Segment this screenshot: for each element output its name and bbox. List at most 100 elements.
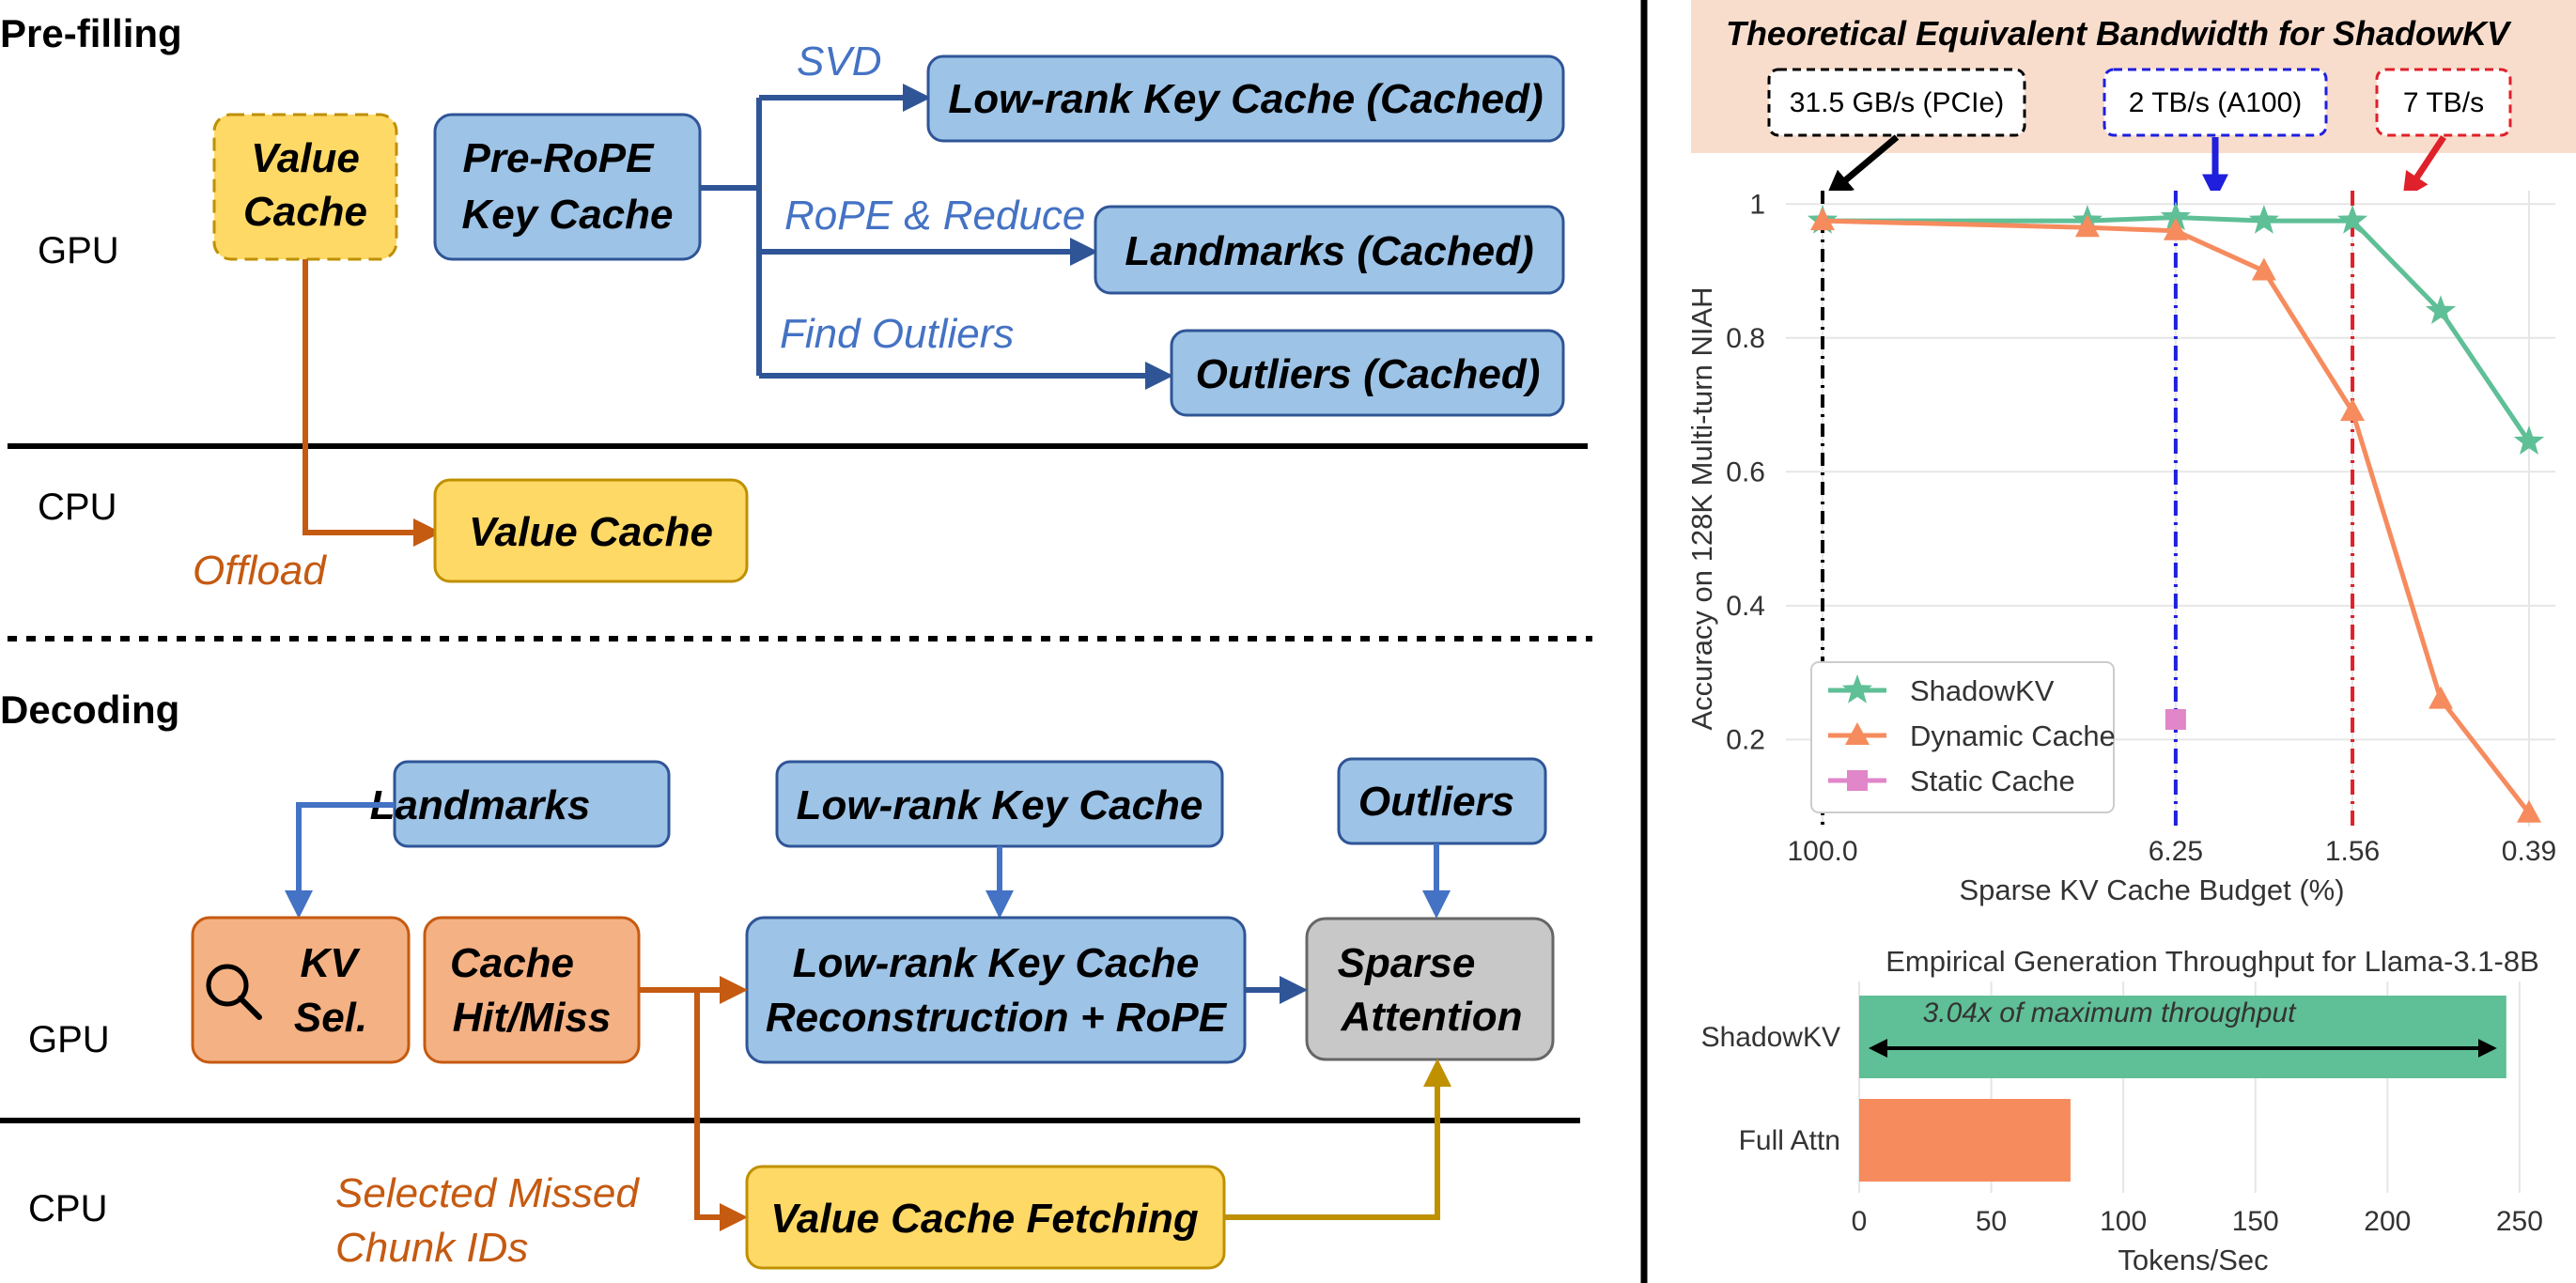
y-tick-label: 1 (1749, 189, 1765, 220)
callout-7tb: 7 TB/s (2403, 87, 2484, 118)
data-point (2251, 257, 2276, 281)
y-axis-label: Accuracy on 128K Multi-turn NIAH (1685, 286, 1718, 730)
data-point (2340, 398, 2366, 422)
legend-marker (1847, 770, 1868, 791)
prefill-value-cache-gpu-line1: Value (251, 135, 360, 181)
decoding-landmarks-label: Landmarks (370, 782, 591, 828)
legend-label: ShadowKV (1910, 674, 2055, 707)
reconstruction-line2: Reconstruction + RoPE (766, 995, 1228, 1041)
y-tick-label: 0.6 (1726, 456, 1765, 487)
callout-a100-box (2103, 68, 2328, 137)
prefill-cpu-label: CPU (38, 487, 116, 528)
sparse-attention-line2: Attention (1340, 994, 1522, 1040)
throughput-bar-chart: Empirical Generation Throughput for Llam… (1701, 945, 2546, 1276)
bar (1859, 1099, 2071, 1182)
decoding-title: Decoding (0, 688, 179, 732)
landmarks-cached-label: Landmarks (Cached) (1125, 228, 1533, 274)
bar-category-label: Full Attn (1739, 1125, 1840, 1156)
prefill-value-cache-gpu-line2: Cache (243, 189, 367, 235)
data-point (2429, 686, 2454, 709)
data-point (2160, 201, 2192, 231)
decoding-outliers-box (1337, 757, 1547, 845)
value-cache-fetching-label: Value Cache Fetching (770, 1196, 1199, 1242)
missed-to-fetch-arrow (694, 990, 748, 1231)
bar-x-tick-label: 0 (1852, 1206, 1868, 1237)
pre-rope-line1: Pre-RoPE (463, 135, 656, 181)
callout-a100: 2 TB/s (A100) (2129, 87, 2303, 118)
x-tick-label: 6.25 (2149, 836, 2203, 867)
bar-x-tick-label: 100 (2100, 1206, 2147, 1237)
legend-box (1810, 661, 2115, 813)
kv-sel-line1: KV (300, 940, 361, 986)
cache-hit-line1: Cache (450, 940, 574, 986)
decoding-outliers-label: Outliers (1358, 779, 1514, 825)
bar-x-tick-label: 250 (2496, 1206, 2543, 1237)
callout-7tb-arrow (2402, 135, 2446, 200)
x-tick-label: 0.39 (2502, 836, 2556, 867)
data-point (2074, 214, 2100, 238)
kv-sel-line2: Sel. (294, 995, 367, 1041)
data-point (1810, 208, 1835, 231)
missed-label-line2: Chunk IDs (335, 1225, 528, 1271)
x-axis-label: Sparse KV Cache Budget (%) (1959, 873, 2344, 906)
data-point (2163, 217, 2188, 240)
data-point (2165, 708, 2186, 730)
magnifier-icon (206, 964, 262, 1020)
prefill-branch-trunk (700, 98, 762, 376)
decoding-cpu-label: CPU (28, 1188, 107, 1229)
reconstruction-line1: Low-rank Key Cache (793, 940, 1200, 986)
legend-label: Static Cache (1910, 765, 2075, 797)
fetch-to-attention-arrow (1224, 1059, 1451, 1220)
find-outliers-label: Find Outliers (780, 311, 1014, 357)
data-point (2517, 799, 2541, 823)
data-point (2336, 205, 2368, 234)
y-tick-label: 0.4 (1726, 591, 1765, 622)
bar-x-tick-label: 150 (2232, 1206, 2279, 1237)
pre-rope-line2: Key Cache (461, 192, 673, 238)
prefill-value-cache-cpu-label: Value Cache (469, 509, 713, 555)
lowrank-cached-label: Low-rank Key Cache (Cached) (948, 76, 1543, 122)
legend-marker (1845, 722, 1870, 745)
callout-7tb-box (2375, 68, 2512, 137)
prefill-gpu-label: GPU (38, 230, 119, 271)
offload-arrow (303, 259, 442, 547)
prefill-value-cache-gpu-box (212, 113, 398, 261)
x-tick-label: 100.0 (1787, 836, 1857, 867)
landmarks-cached-box (1094, 205, 1565, 295)
outliers-cached-label: Outliers (Cached) (1196, 351, 1541, 397)
bar-category-label: ShadowKV (1701, 1022, 1840, 1053)
y-tick-label: 0.2 (1726, 724, 1765, 755)
kv-sel-box (191, 916, 411, 1064)
svd-label: SVD (797, 39, 881, 85)
bar-x-tick-label: 50 (1976, 1206, 2007, 1237)
legend-label: Dynamic Cache (1910, 719, 2116, 752)
prefill-title: Pre-filling (0, 11, 182, 55)
decoding-lowrank-label: Low-rank Key Cache (797, 782, 1203, 828)
bar-x-axis-label: Tokens/Sec (2118, 1244, 2268, 1276)
legend-marker (1841, 674, 1873, 703)
callout-pcie-arrow (1825, 134, 1900, 197)
outliers-cached-box (1170, 329, 1565, 417)
callout-pcie-box (1767, 68, 2026, 137)
data-point (2248, 205, 2279, 234)
decoding-gpu-label: GPU (28, 1019, 110, 1060)
y-tick-label: 0.8 (1726, 323, 1765, 354)
throughput-annotation: 3.04x of maximum throughput (1923, 997, 2298, 1028)
data-point (2425, 295, 2457, 324)
callout-pcie: 31.5 GB/s (PCIe) (1790, 87, 2004, 118)
bar-chart-title: Empirical Generation Throughput for Llam… (1885, 945, 2539, 978)
x-tick-label: 1.56 (2325, 836, 2380, 867)
data-point (2513, 425, 2545, 455)
landmarks-to-kvsel-arrow (285, 802, 395, 919)
cache-hit-line2: Hit/Miss (453, 995, 612, 1041)
rope-reduce-label: RoPE & Reduce (784, 193, 1085, 239)
offload-label: Offload (193, 548, 327, 594)
bar (1859, 996, 2506, 1078)
bar-x-tick-label: 200 (2364, 1206, 2411, 1237)
lowrank-cached-box (926, 54, 1565, 143)
sparse-attention-line1: Sparse (1338, 940, 1476, 986)
prefill-value-cache-cpu-box (433, 478, 749, 583)
bandwidth-title: Theoretical Equivalent Bandwidth for Sha… (1726, 14, 2512, 53)
